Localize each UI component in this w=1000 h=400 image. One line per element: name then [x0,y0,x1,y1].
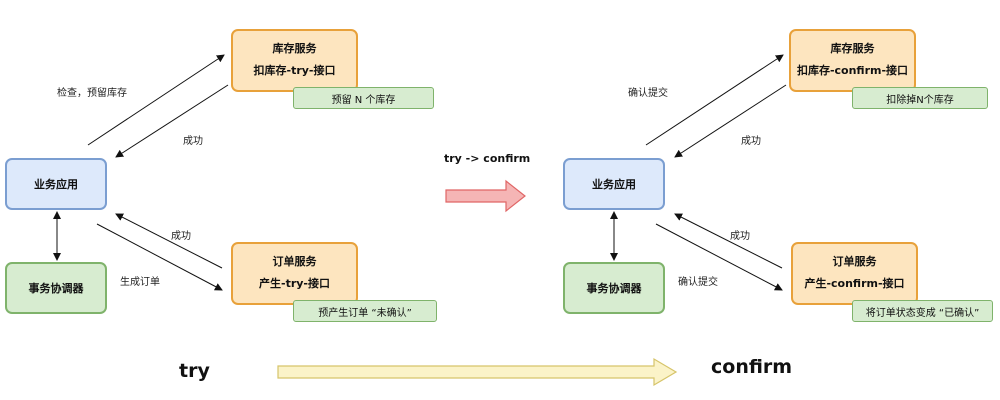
tx-coordinator-label-confirm: 事务协调器 [586,281,642,295]
inventory-service-title-confirm: 库存服务 [830,42,875,55]
edge-inventory-to-app-confirm [674,84,787,158]
inventory-note: 预留 N 个库存 [293,87,434,109]
edge-label-success-top-confirm: 成功 [741,136,761,147]
business-app-label: 业务应用 [34,177,78,191]
try-label: try [179,360,210,382]
edge-inventory-to-app [115,84,229,158]
order-service-api-confirm: 产生-confirm-接口 [804,277,905,290]
inventory-service-title: 库存服务 [272,42,317,55]
edge-label-confirm-submit-top: 确认提交 [628,88,668,99]
tx-coordinator-box: 事务协调器 [5,262,107,314]
order-service-api: 产生-try-接口 [259,277,330,290]
tx-coordinator-box-confirm: 事务协调器 [563,262,665,314]
inventory-service-box: 库存服务 扣库存-try-接口 [231,29,358,92]
phase-arrow [277,357,678,387]
order-service-title-confirm: 订单服务 [832,255,877,268]
edge-app-to-inventory-confirm [645,54,784,146]
edge-label-success-bottom: 成功 [171,231,191,242]
edge-label-check-reserve: 检查，预留库存 [57,88,127,99]
inventory-service-api: 扣库存-try-接口 [253,64,336,77]
edge-order-to-app [115,213,223,269]
edge-label-success-bottom-confirm: 成功 [730,231,750,242]
order-note-confirm: 将订单状态变成 “已确认” [852,300,993,322]
inventory-service-box-confirm: 库存服务 扣库存-confirm-接口 [789,29,916,92]
edge-app-to-order [96,223,223,291]
confirm-label: confirm [711,356,793,378]
tx-coordinator-label: 事务协调器 [28,281,84,295]
transition-label: try -> confirm [444,152,531,165]
edge-app-to-order-confirm [655,223,783,291]
order-note: 预产生订单 “未确认” [293,300,437,322]
edge-label-success-top: 成功 [183,136,203,147]
inventory-service-api-confirm: 扣库存-confirm-接口 [796,64,909,77]
edge-app-to-inventory [87,54,225,146]
business-app-box-confirm: 业务应用 [563,158,665,210]
business-app-box: 业务应用 [5,158,107,210]
edge-label-confirm-submit-bottom: 确认提交 [678,277,718,288]
edge-order-to-app-confirm [674,213,783,269]
order-service-title: 订单服务 [272,255,317,268]
transition-arrow [445,179,526,213]
business-app-label-confirm: 业务应用 [592,177,636,191]
inventory-note-confirm: 扣除掉N个库存 [852,87,988,109]
order-service-box-confirm: 订单服务 产生-confirm-接口 [791,242,918,305]
order-service-box: 订单服务 产生-try-接口 [231,242,358,305]
edge-label-create-order: 生成订单 [120,277,160,288]
